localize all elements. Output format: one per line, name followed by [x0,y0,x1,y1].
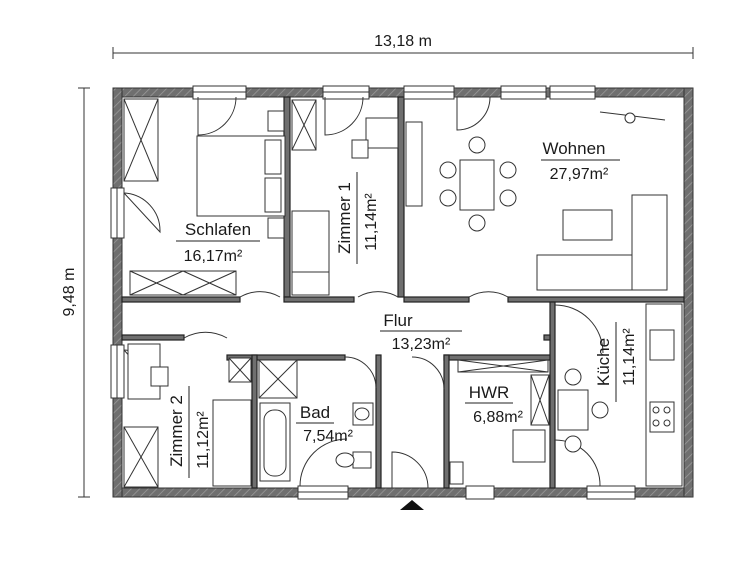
doors [123,96,604,489]
room-flur-name: Flur [383,311,413,330]
room-bad-name: Bad [300,403,330,422]
width-dimension-label: 13,18 m [374,33,432,50]
room-schlafen: Schlafen 16,17m² [176,220,260,265]
height-dimension: 9,48 m [61,87,90,498]
room-bad-area: 7,54m² [303,428,353,445]
room-flur-area: 13,23m² [392,336,451,353]
room-kueche-name: Küche [594,338,613,386]
width-dimension: 13,18 m [112,33,694,59]
interior-walls [121,96,685,489]
wohnen-furniture [405,111,668,291]
room-zimmer1-name: Zimmer 1 [335,182,354,254]
room-zimmer2: Zimmer 2 11,12m² [167,386,212,478]
room-hwr-name: HWR [469,383,510,402]
hwr-furniture [449,359,550,485]
room-wohnen: Wohnen 27,97m² [541,139,620,183]
room-zimmer2-name: Zimmer 2 [167,395,186,467]
room-bad: Bad 7,54m² [296,403,354,445]
room-wohnen-area: 27,97m² [550,166,609,183]
height-dimension-label: 9,48 m [61,268,78,317]
room-wohnen-name: Wohnen [542,139,605,158]
room-hwr-area: 6,88m² [473,409,523,426]
entrance-arrow-icon [400,500,424,510]
room-schlafen-name: Schlafen [185,220,251,239]
kueche-furniture [557,303,683,487]
zimmer2-furniture [123,343,252,488]
room-hwr: HWR 6,88m² [465,383,524,426]
windows [110,85,636,500]
room-schlafen-area: 16,17m² [184,248,243,265]
room-zimmer1-area: 11,14m² [363,193,380,251]
room-zimmer1: Zimmer 1 11,14m² [335,172,380,264]
room-kueche-area: 11,14m² [621,328,638,386]
bad-furniture [258,359,374,482]
zimmer1-furniture [291,99,399,296]
room-kueche: Küche 11,14m² [594,322,638,402]
schlafen-furniture [123,98,286,296]
room-flur: Flur 13,23m² [380,311,462,353]
room-zimmer2-area: 11,12m² [195,411,212,469]
